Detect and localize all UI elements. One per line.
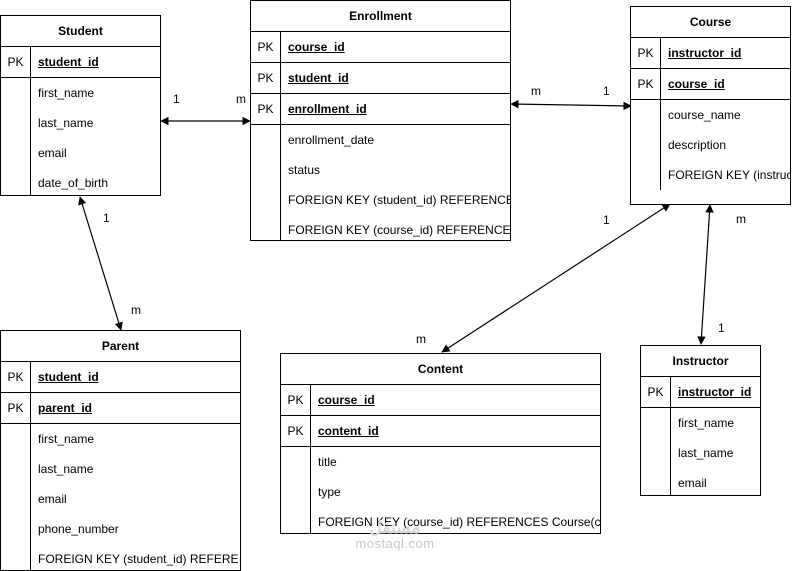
attribute[interactable]: phone_number (38, 522, 119, 536)
entity-title: Instructor (641, 346, 760, 377)
cardinality-label: 1 (173, 92, 180, 106)
attribute[interactable]: last_name (678, 446, 734, 460)
cardinality-label: 1 (718, 321, 725, 335)
cardinality-label: m (531, 84, 541, 98)
entity-title: Course (631, 7, 790, 38)
attribute[interactable]: last_name (38, 116, 94, 130)
attribute[interactable]: course_name (668, 108, 741, 122)
cardinality-label: m (416, 332, 426, 346)
attribute[interactable]: type (318, 485, 341, 499)
pk-field[interactable]: student_id (38, 55, 99, 69)
attribute[interactable]: FOREIGN KEY (course_id) REFERENCES (288, 223, 511, 237)
pk-label: PK (281, 385, 311, 415)
attribute[interactable]: FOREIGN KEY (student_id) REFERENCES (288, 193, 511, 207)
entity-title: Enrollment (251, 1, 510, 32)
pk-row[interactable]: PK course_id (281, 385, 600, 416)
entity-enrollment[interactable]: Enrollment PK course_id PK student_id PK… (250, 0, 511, 241)
attribute-list: first_name last_name email date_of_birth (1, 78, 160, 195)
pk-label: PK (641, 377, 671, 407)
attribute-list: first_name last_name email phone_number … (1, 424, 240, 570)
watermark-logo-text: مستقل (369, 518, 421, 537)
cardinality-label: 1 (603, 213, 610, 227)
cardinality-label: m (736, 212, 746, 226)
pk-field[interactable]: parent_id (38, 401, 93, 415)
attribute[interactable]: first_name (38, 86, 95, 100)
pk-label: PK (251, 32, 281, 62)
pk-field[interactable]: content_id (318, 424, 379, 438)
attribute-list: course_name description FOREIGN KEY (ins… (631, 100, 790, 190)
pk-row[interactable]: PK instructor_id (641, 377, 760, 408)
watermark-domain: mostaql.com (355, 536, 435, 551)
attribute[interactable]: FOREIGN KEY (instruc (668, 168, 791, 182)
attribute[interactable]: last_name (38, 462, 94, 476)
cardinality-label: m (236, 92, 246, 106)
entity-title: Student (1, 16, 160, 47)
attribute-list: first_name last_name email (641, 408, 760, 495)
entity-title: Parent (1, 331, 240, 362)
attribute[interactable]: enrollment_date (288, 133, 375, 147)
pk-row[interactable]: PK instructor_id (631, 38, 790, 69)
entity-student[interactable]: Student PK student_id first_name last_na… (0, 15, 161, 196)
pk-row[interactable]: PK student_id (1, 47, 160, 78)
pk-field[interactable]: course_id (288, 40, 345, 54)
cardinality-label: 1 (103, 211, 110, 225)
pk-label: PK (281, 416, 311, 446)
entity-title: Content (281, 354, 600, 385)
pk-field[interactable]: enrollment_id (288, 102, 367, 116)
pk-row[interactable]: PK student_id (1, 362, 240, 393)
pk-label: PK (1, 362, 31, 392)
pk-label: PK (1, 47, 31, 77)
cardinality-label: 1 (603, 84, 610, 98)
link-course-instructor (697, 204, 714, 345)
attribute[interactable]: status (288, 163, 321, 177)
attribute-list: enrollment_date status FOREIGN KEY (stud… (251, 125, 511, 240)
pk-label: PK (251, 63, 281, 93)
pk-label: PK (251, 94, 281, 124)
attribute[interactable]: FOREIGN KEY (student_id) REFERE (38, 552, 239, 566)
pk-row[interactable]: PK course_id (251, 32, 510, 63)
pk-field[interactable]: student_id (288, 71, 349, 85)
pk-field[interactable]: instructor_id (678, 385, 752, 399)
link-enrollment-course (510, 99, 632, 111)
pk-label: PK (1, 393, 31, 423)
pk-row[interactable]: PK enrollment_id (251, 94, 510, 125)
attribute[interactable]: first_name (38, 432, 95, 446)
attribute[interactable]: date_of_birth (38, 176, 109, 190)
pk-label: PK (631, 69, 661, 99)
attribute[interactable]: email (38, 492, 67, 506)
pk-field[interactable]: student_id (38, 370, 99, 384)
pk-field[interactable]: instructor_id (668, 46, 742, 60)
pk-field[interactable]: course_id (668, 77, 725, 91)
link-student-parent (78, 196, 123, 331)
pk-row[interactable]: PK student_id (251, 63, 510, 94)
cardinality-label: m (131, 303, 141, 317)
watermark: مستقل mostaql.com (340, 518, 450, 551)
pk-row[interactable]: PK parent_id (1, 393, 240, 424)
pk-row[interactable]: PK course_id (631, 69, 790, 100)
pk-row[interactable]: PK content_id (281, 416, 600, 447)
attribute[interactable]: email (678, 476, 707, 490)
attribute[interactable]: first_name (678, 416, 735, 430)
pk-field[interactable]: course_id (318, 393, 375, 407)
entity-course[interactable]: Course PK instructor_id PK course_id cou… (630, 6, 791, 205)
entity-content[interactable]: Content PK course_id PK content_id title… (280, 353, 601, 534)
attribute[interactable]: FOREIGN KEY (course_id) REFERENCES Cours… (318, 515, 601, 529)
entity-instructor[interactable]: Instructor PK instructor_id first_name l… (640, 345, 761, 496)
attribute-list: title type FOREIGN KEY (course_id) REFER… (281, 447, 601, 533)
attribute[interactable]: description (668, 138, 727, 152)
attribute[interactable]: email (38, 146, 67, 160)
entity-parent[interactable]: Parent PK student_id PK parent_id first_… (0, 330, 241, 571)
attribute[interactable]: title (318, 455, 337, 469)
pk-label: PK (631, 38, 661, 68)
